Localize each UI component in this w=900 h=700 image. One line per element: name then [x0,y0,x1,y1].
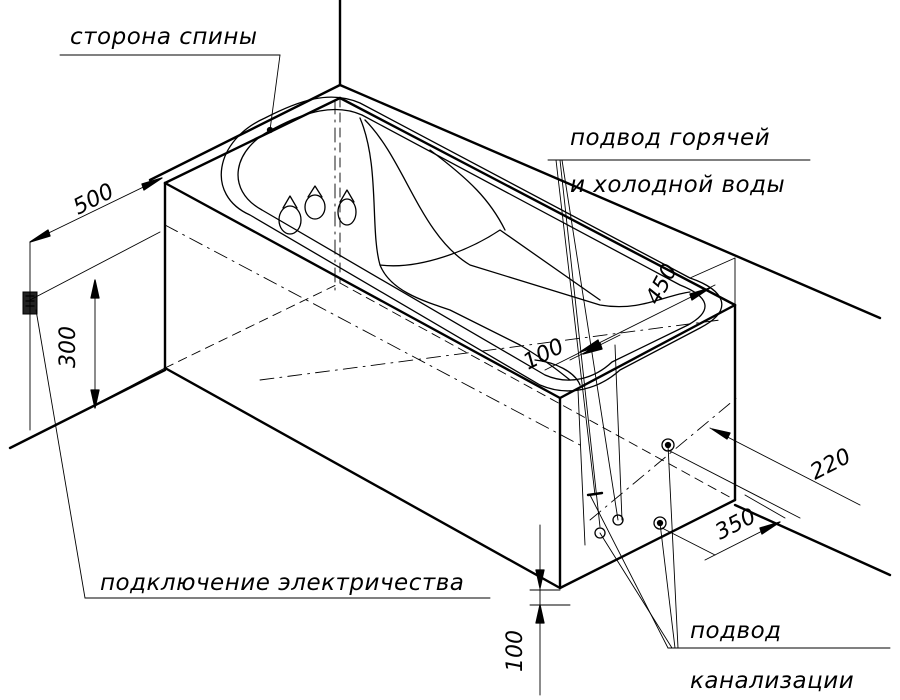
dimension-label-350: 350 [711,504,760,545]
wall-corner-lines [8,0,892,577]
label-drain: подвод канализации [589,444,891,694]
dimension-label-500: 500 [69,179,118,220]
bathtub-box [163,96,737,590]
dimension-220: 220 [667,427,861,519]
dimension-label-100-top: 100 [519,334,568,375]
label-water-supply: подвод горячей и холодной воды [570,125,785,198]
drain-text-line2: канализации [690,668,854,694]
jet-nozzles [278,185,357,235]
water-supply-text-line2: и холодной воды [570,172,785,198]
dimension-label-220: 220 [806,444,855,485]
electricity-text: подключение электричества [100,570,464,596]
drain-text-line1: подвод [690,618,782,644]
water-supply-text-line1: подвод горячей [570,125,770,151]
label-back-side: сторона спины [59,24,281,134]
panel-fittings [586,438,675,539]
back-side-text: сторона спины [70,24,258,50]
tub-bowl [359,117,691,386]
dimension-label-100-bottom: 100 [503,630,528,672]
water-supply-leaders [547,159,811,546]
dimension-label-300: 300 [56,326,81,368]
label-electricity: подключение электричества [35,309,491,599]
dimension-100-bottom: 100 [503,524,571,696]
tub-rim [220,96,723,392]
dimension-300: 300 [29,231,166,411]
